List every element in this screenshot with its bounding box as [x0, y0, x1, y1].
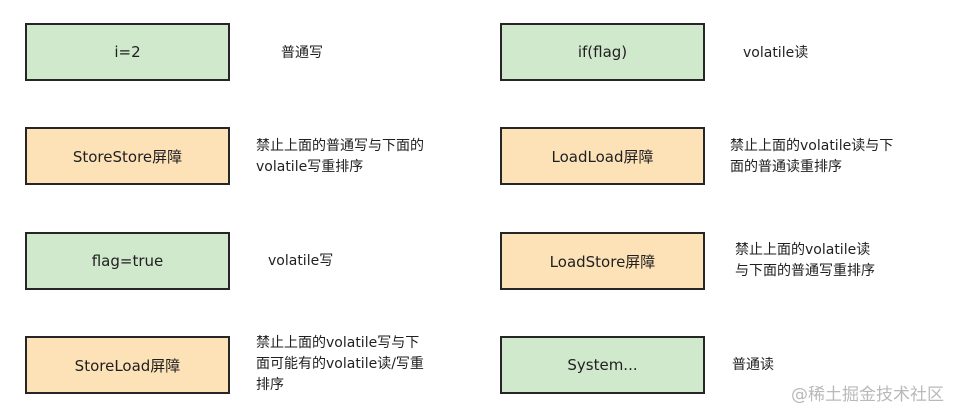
- note-volatile-write: volatile写: [268, 251, 333, 272]
- note-line: 排序: [256, 377, 284, 393]
- diagram-box-flag-assign: flag=true: [25, 232, 230, 290]
- note-line: 禁止上面的volatile读与下: [730, 138, 894, 154]
- diagram-box-loadstore-barrier: LoadStore屏障: [500, 232, 705, 290]
- diagram-box-storeload-barrier: StoreLoad屏障: [25, 336, 230, 394]
- note-storestore: 禁止上面的普通写与下面的 volatile写重排序: [256, 136, 424, 178]
- note-line: 普通写: [281, 45, 323, 61]
- diagram-box-if-flag: if(flag): [500, 23, 705, 81]
- note-line: 普通读: [732, 357, 774, 373]
- note-line: 面的普通读重排序: [730, 159, 842, 175]
- note-storeload: 禁止上面的volatile写与下 面可能有的volatile读/写重 排序: [256, 333, 424, 396]
- note-line: 禁止上面的普通写与下面的: [256, 138, 424, 154]
- note-loadload: 禁止上面的volatile读与下 面的普通读重排序: [730, 136, 893, 178]
- note-line: volatile写: [268, 253, 334, 269]
- note-loadstore: 禁止上面的volatile读 与下面的普通写重排序: [735, 240, 875, 282]
- note-line: 禁止上面的volatile写与下: [256, 335, 420, 351]
- note-line: 禁止上面的volatile读: [735, 242, 871, 258]
- note-line: 面可能有的volatile读/写重: [256, 356, 424, 372]
- note-normal-read: 普通读: [732, 355, 774, 376]
- watermark-text: @稀土掘金技术社区: [791, 385, 944, 405]
- note-normal-write: 普通写: [281, 43, 323, 64]
- diagram-box-i-assign: i=2: [25, 23, 230, 81]
- note-line: volatile写重排序: [256, 159, 364, 175]
- diagram-box-loadload-barrier: LoadLoad屏障: [500, 127, 705, 185]
- note-line: 与下面的普通写重排序: [735, 263, 875, 279]
- note-line: volatile读: [743, 45, 809, 61]
- note-volatile-read: volatile读: [743, 43, 808, 64]
- diagram-box-storestore-barrier: StoreStore屏障: [25, 127, 230, 185]
- diagram-box-system-call: System...: [500, 336, 705, 394]
